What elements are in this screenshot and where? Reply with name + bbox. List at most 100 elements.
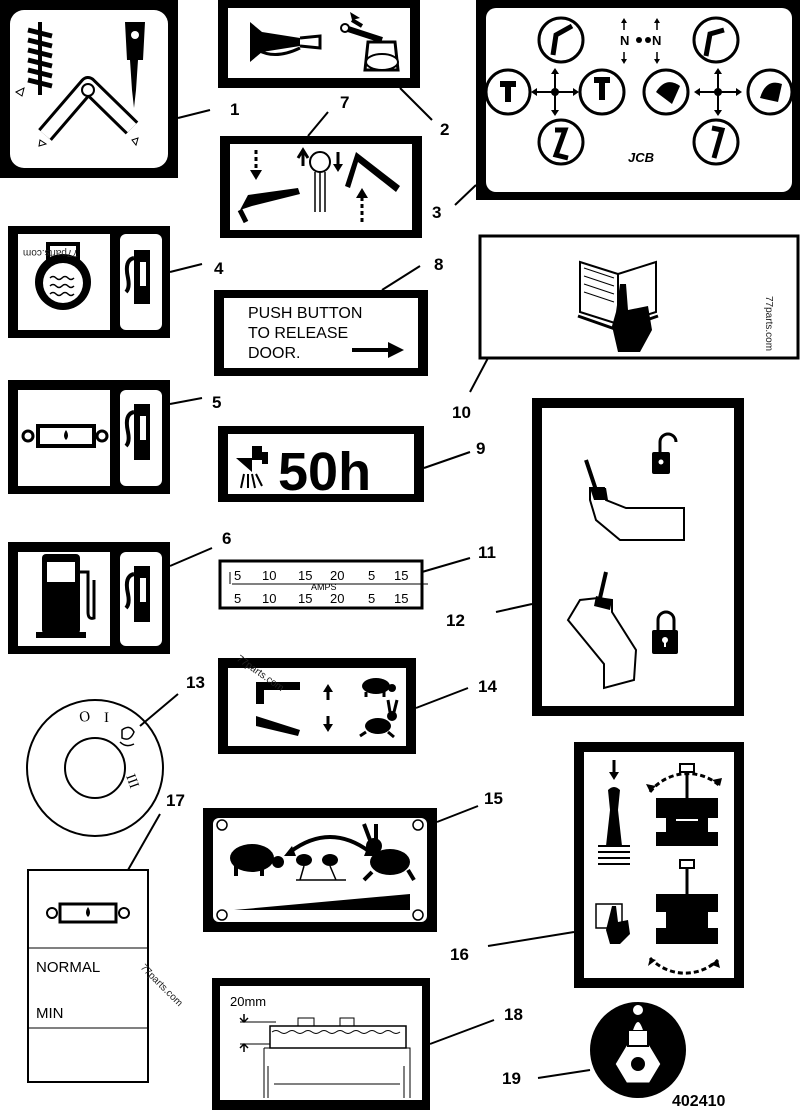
lock-pin-icon	[296, 147, 343, 212]
amps-top-3: 15	[298, 568, 312, 583]
callout-16: 16	[450, 945, 469, 964]
arrow-up-icon	[323, 684, 333, 700]
amps-label: AMPS	[311, 582, 337, 592]
callout-15: 15	[484, 789, 503, 808]
callout-11: 11	[478, 543, 496, 562]
fuel-nozzle-icon	[124, 566, 150, 622]
lever-locked-icon	[566, 571, 638, 690]
amps-top-2: 10	[262, 568, 276, 583]
tortoise-icon	[362, 678, 396, 697]
callout-14: 14	[478, 677, 497, 696]
level-normal-label: NORMAL	[36, 959, 100, 976]
arrow-right-icon	[352, 342, 404, 358]
callout-8: 8	[434, 255, 443, 274]
tortoise-icon	[230, 844, 284, 876]
dimension-arrows	[239, 1014, 276, 1052]
decal-17: NORMAL MIN 77parts.com	[27, 869, 185, 1083]
fuel-nozzle-icon	[124, 404, 150, 460]
decal-14: 77parts.com	[218, 653, 416, 754]
callout-18: 18	[504, 1005, 523, 1024]
callout-9: 9	[476, 439, 485, 458]
callout-1: 1	[230, 100, 239, 119]
breaker-icon	[125, 22, 145, 108]
decal-8-line-3: DOOR.	[248, 345, 300, 362]
decal-3: N N JCB	[476, 0, 800, 200]
auger-icon	[27, 22, 53, 95]
decal-13: O I III	[26, 699, 164, 837]
battery-cell-icon	[263, 1017, 411, 1098]
decal-1	[0, 0, 178, 178]
glow-plug-icon	[119, 726, 135, 747]
callout-2: 2	[440, 120, 449, 139]
dimension-label: 20mm	[230, 994, 266, 1009]
fuel-nozzle-icon	[124, 250, 150, 304]
callout-3: 3	[432, 203, 441, 222]
decal-16	[574, 742, 744, 988]
padlock-closed-icon	[652, 610, 678, 654]
joystick-icon	[598, 760, 630, 865]
arrow-down-icon	[323, 716, 333, 732]
boom-raise-icon	[345, 152, 400, 222]
filter-icon	[21, 424, 109, 448]
decal-18: 20mm	[212, 978, 430, 1110]
padlock-open-icon	[652, 432, 678, 474]
part-number: 402410	[672, 1093, 725, 1110]
amps-bottom-5: 5	[368, 591, 375, 606]
valve-icon	[648, 859, 720, 975]
key-position-0: O	[78, 709, 91, 726]
amps-bottom-3: 15	[298, 591, 312, 606]
level-min-label: MIN	[36, 1005, 64, 1022]
callout-13: 13	[186, 673, 205, 692]
callout-12: 12	[446, 611, 465, 630]
callout-17: 17	[166, 791, 185, 810]
decal-7	[220, 136, 422, 238]
key-position-1: I	[104, 710, 109, 726]
decal-8: PUSH BUTTON TO RELEASE DOOR.	[214, 290, 428, 376]
boom-lower-icon	[237, 150, 300, 224]
amps-bottom-6: 15	[394, 591, 408, 606]
decal-4: 77parts.com	[8, 226, 170, 338]
service-interval-label: 50h	[278, 442, 371, 502]
jcb-logo: JCB	[628, 150, 654, 165]
amps-top-5: 5	[368, 568, 375, 583]
curved-double-arrow-icon	[284, 835, 376, 856]
boom-arm-icon	[38, 76, 139, 141]
decal-9: 50h	[218, 426, 424, 502]
speed-switch-icon	[296, 854, 346, 881]
watermark: 77parts.com	[23, 247, 78, 258]
horn-icon	[250, 22, 322, 62]
speed-ramp	[234, 894, 410, 910]
callout-10: 10	[452, 403, 471, 422]
callout-5: 5	[212, 393, 221, 412]
joystick-button-icon	[340, 12, 400, 72]
amps-top-1: 5	[234, 568, 241, 583]
decal-5	[8, 380, 170, 494]
filter-icon	[46, 902, 130, 924]
decal-12	[532, 398, 744, 716]
decal-8-line-1: PUSH BUTTON	[248, 305, 362, 322]
amps-bottom-1: 5	[234, 591, 241, 606]
hydraulic-tank-icon	[35, 242, 91, 310]
amps-top-4: 20	[330, 568, 344, 583]
callout-4: 4	[214, 259, 224, 278]
valve-icon	[646, 763, 722, 846]
amps-bottom-2: 10	[262, 591, 276, 606]
amps-top-6: 15	[394, 568, 408, 583]
decal-11: 5 10 15 20 5 15 5 10 15 20 5 15 AMPS	[218, 559, 428, 610]
grease-tap-icon	[236, 446, 268, 489]
grease-nipple-icon	[612, 1003, 664, 1086]
callout-7: 7	[340, 93, 349, 112]
amps-bottom-4: 20	[330, 591, 344, 606]
decal-8-line-2: TO RELEASE	[248, 325, 348, 342]
neutral-right-label: N	[652, 33, 661, 48]
neutral-left-label: N	[620, 33, 629, 48]
lever-unlocked-icon	[584, 459, 685, 541]
rabbit-icon	[362, 823, 416, 882]
decal-2	[218, 0, 420, 88]
key-position-3: III	[122, 772, 141, 791]
fuel-pump-icon	[36, 554, 96, 638]
decal-19	[590, 1002, 686, 1098]
pointing-hand-icon	[595, 903, 630, 944]
callout-6: 6	[222, 529, 231, 548]
rabbit-icon	[359, 699, 399, 739]
